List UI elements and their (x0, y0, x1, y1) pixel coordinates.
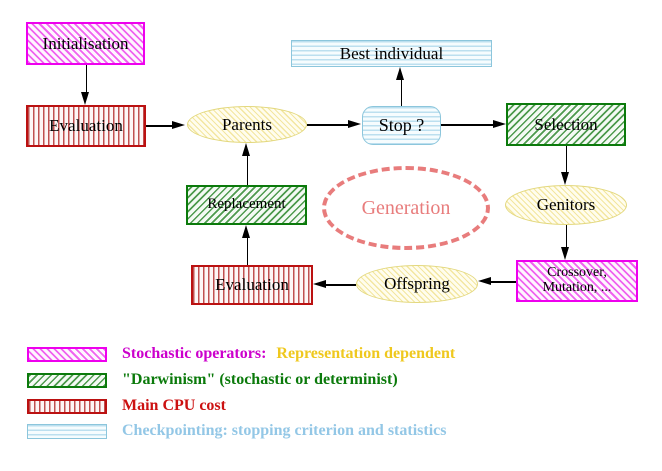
node-best-individual: Best individual (291, 40, 492, 67)
legend-swatch-checkpointing (27, 423, 107, 439)
node-genitors-label: Genitors (536, 195, 596, 215)
legend-note-representation: Representation dependent (276, 345, 456, 362)
legend-row-darwinism: "Darwinism" (stochastic or determinist) (27, 371, 398, 389)
legend-row-checkpointing: Checkpointing: stopping criterion and st… (27, 422, 446, 440)
node-genitors: Genitors (505, 185, 627, 225)
node-selection-label: Selection (534, 114, 598, 134)
node-evaluation-top: Evaluation (26, 105, 146, 147)
node-generation-label: Generation (361, 196, 451, 219)
node-crossover-label: Crossover, (547, 265, 607, 281)
node-initialisation-label: Initialisation (42, 33, 129, 53)
node-mutation-label: Mutation, ... (542, 280, 612, 295)
legend-swatch-cpu (27, 398, 107, 414)
node-generation: Generation (322, 166, 490, 250)
legend-row-cpu: Main CPU cost (27, 397, 226, 415)
node-offspring: Offspring (356, 265, 478, 303)
legend-swatch-darwinism (27, 372, 107, 388)
node-best-individual-label: Best individual (339, 43, 444, 63)
legend-label-checkpointing: Checkpointing: stopping criterion and st… (122, 422, 447, 439)
node-initialisation: Initialisation (26, 22, 145, 65)
node-parents-label: Parents (221, 114, 273, 134)
node-crossover-mutation: Crossover, Mutation, ... (516, 260, 638, 302)
node-selection: Selection (506, 103, 626, 146)
node-replacement-label: Replacement (207, 196, 286, 213)
node-stop: Stop ? (362, 106, 441, 145)
legend-label-stochastic: Stochastic operators: (122, 345, 267, 362)
node-evaluation-bottom-label: Evaluation (215, 275, 289, 295)
node-evaluation-bottom: Evaluation (191, 265, 313, 305)
node-evaluation-top-label: Evaluation (49, 116, 123, 136)
node-replacement: Replacement (186, 185, 307, 225)
node-offspring-label: Offspring (384, 274, 450, 294)
legend-label-cpu: Main CPU cost (122, 397, 226, 414)
node-parents: Parents (187, 106, 307, 143)
node-stop-label: Stop ? (378, 115, 425, 136)
legend-swatch-stochastic (27, 346, 107, 362)
legend-row-stochastic: Stochastic operators: Representation dep… (27, 345, 455, 363)
legend-label-darwinism: "Darwinism" (stochastic or determinist) (122, 371, 398, 388)
